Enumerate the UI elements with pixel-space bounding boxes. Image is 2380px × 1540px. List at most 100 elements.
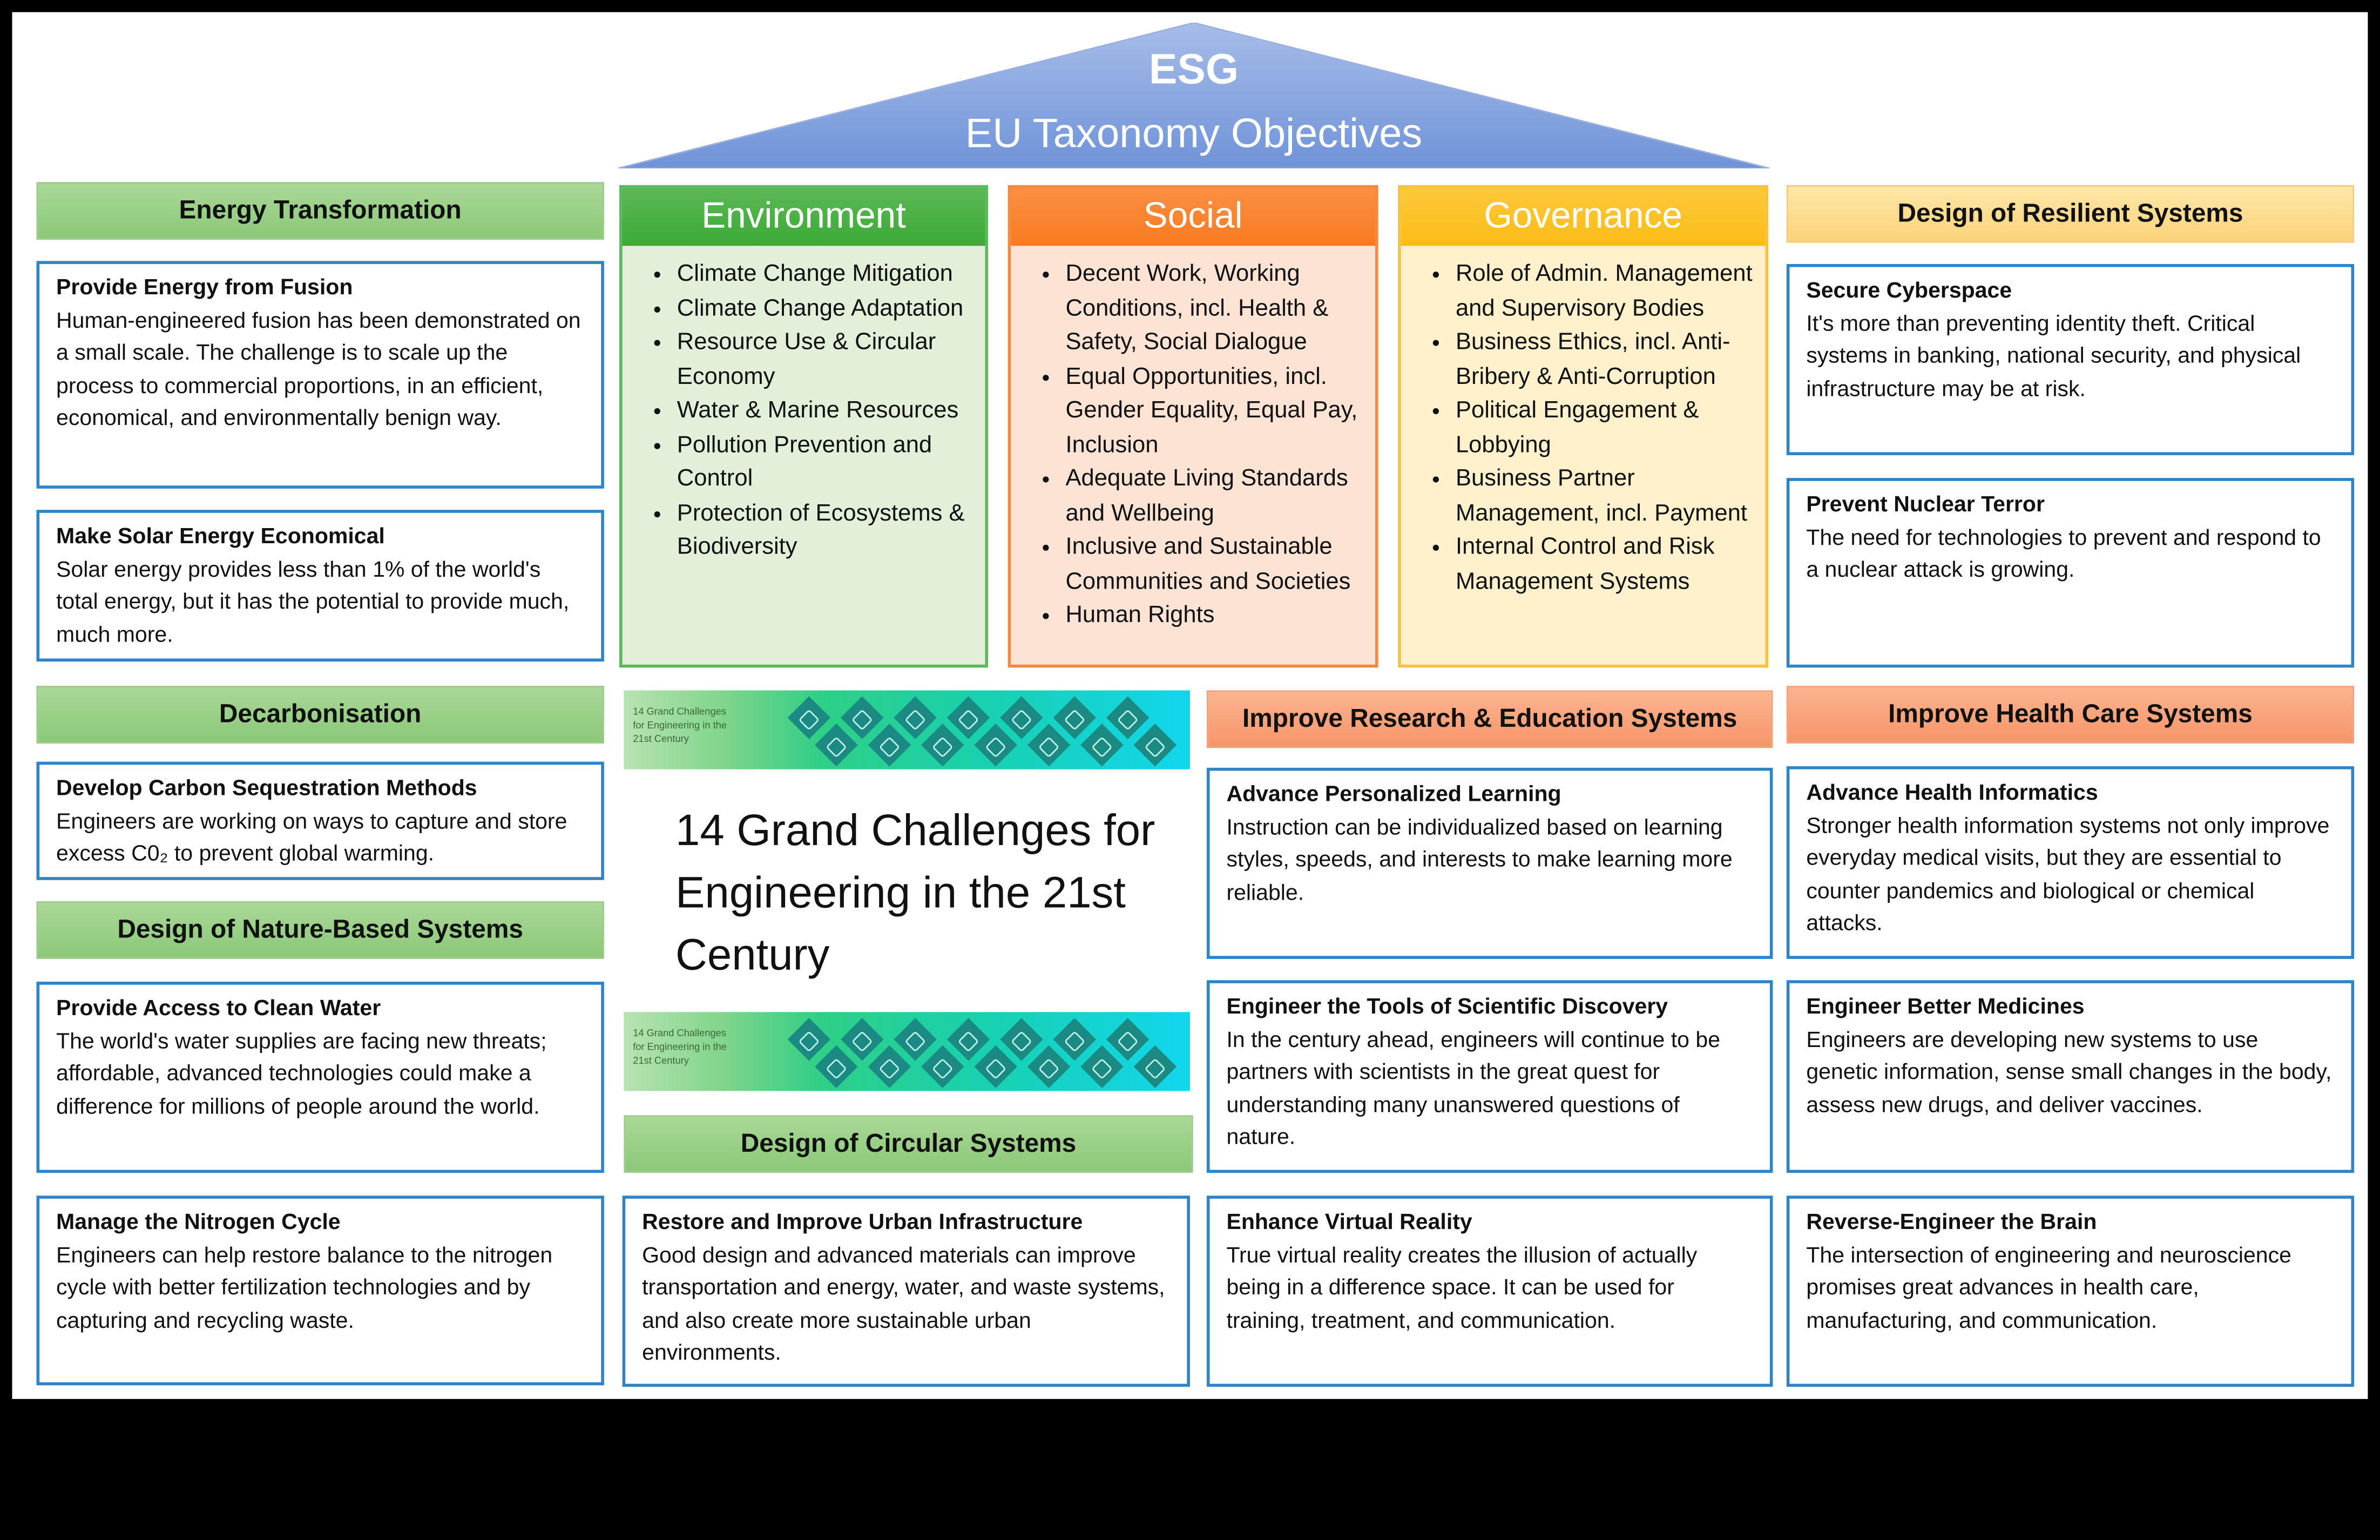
roof [618,23,1770,168]
challenge-icon [1133,723,1176,767]
challenge-icon [1133,1045,1176,1089]
challenge-card-tools: Engineer the Tools of Scientific Discove… [1206,980,1773,1173]
challenge-icon [1000,1018,1043,1061]
objective-item: Water & Marine Resources [677,395,973,429]
pillar-governance: GovernanceRole of Admin. Management and … [1398,185,1769,668]
card-text: Engineers are working on ways to capture… [56,809,567,867]
challenge-icon [973,723,1017,767]
card-title: Reverse-Engineer the Brain [1806,1211,2097,1235]
objective-item: Pollution Prevention and Control [677,429,973,497]
pillar-environment: EnvironmentClimate Change MitigationClim… [619,185,989,668]
challenge-icon [1106,1018,1150,1061]
challenge-icon [787,696,831,739]
challenge-icon [894,696,937,739]
objective-item: Decent Work, Working Conditions, incl. H… [1065,258,1363,361]
objective-item: Business Ethics, incl. Anti-Bribery & An… [1456,326,1753,394]
section-header-nature: Design of Nature-Based Systems [36,901,604,959]
card-text: Human-engineered fusion has been demonst… [56,308,581,431]
section-header-research: Improve Research & Education Systems [1206,690,1773,748]
card-text: The need for technologies to prevent and… [1806,525,2321,583]
card-text: Solar energy provides less than 1% of th… [56,557,570,647]
objective-item: Equal Opportunities, incl. Gender Equali… [1065,360,1363,463]
card-text: In the century ahead, engineers will con… [1226,1028,1721,1150]
objective-item: Business Partner Management, incl. Payme… [1456,463,1753,531]
challenge-icon [894,1018,937,1061]
grand-challenges-banner: 14 Grand Challenges for Engineering in t… [624,690,1190,769]
card-text: True virtual reality creates the illusio… [1226,1243,1698,1333]
challenge-icon [920,723,964,767]
card-text: Instruction can be individualized based … [1226,815,1733,906]
challenge-icon [814,723,857,767]
challenge-icon [1053,696,1097,739]
section-header-decarbonisation: Decarbonisation [36,686,604,744]
challenge-icon [1079,723,1123,767]
challenge-icon [1000,696,1043,739]
challenge-icon [1053,1018,1097,1061]
center-title: 14 Grand Challenges for Engineering in t… [675,807,1155,981]
card-title: Engineer Better Medicines [1806,995,2085,1020]
card-text: Good design and advanced materials can i… [642,1243,1165,1366]
section-header-resilient: Design of Resilient Systems [1786,185,2355,243]
card-text: Engineers can help restore balance to th… [56,1243,553,1333]
banner-text: 14 Grand Challenges for Engineering in t… [633,1029,727,1067]
challenge-card-urban: Restore and Improve Urban Infrastructure… [622,1195,1190,1387]
objective-item: Adequate Living Standards and Wellbeing [1065,463,1363,531]
objective-item: Resource Use & Circular Economy [677,326,973,394]
card-title: Restore and Improve Urban Infrastructure [642,1211,1083,1235]
card-title: Advance Health Informatics [1806,781,2098,806]
card-title: Provide Access to Clean Water [56,997,381,1022]
challenge-icon [946,696,990,739]
roof-subtitle: EU Taxonomy Objectives [965,111,1423,157]
challenge-icon [1026,1045,1070,1089]
banner-text: 14 Grand Challenges for Engineering in t… [633,707,727,745]
card-text: The world's water supplies are facing ne… [56,1029,547,1119]
objective-item: Climate Change Adaptation [677,292,973,326]
card-title: Prevent Nuclear Terror [1806,493,2045,518]
section-header-circular: Design of Circular Systems [624,1115,1193,1173]
roof-title: ESG [1148,45,1239,93]
pillar-objectives: Decent Work, Working Conditions, incl. H… [1011,246,1375,633]
pillar-social: SocialDecent Work, Working Conditions, i… [1008,185,1378,668]
pillar-header: Governance [1401,188,1766,246]
pillar-objectives: Role of Admin. Management and Supervisor… [1401,246,1766,599]
grand-challenges-banner: 14 Grand Challenges for Engineering in t… [624,1012,1190,1091]
challenge-icon [973,1045,1017,1089]
challenge-icon [867,723,910,767]
objective-item: Human Rights [1065,599,1363,633]
objective-item: Political Engagement & Lobbying [1456,395,1753,463]
section-header-health: Improve Health Care Systems [1786,686,2355,744]
card-text: Engineers are developing new systems to … [1806,1028,2332,1118]
pillar-header: Social [1011,188,1375,246]
challenge-icon [1026,723,1070,767]
card-text: The intersection of engineering and neur… [1806,1243,2291,1333]
card-title: Enhance Virtual Reality [1226,1211,1472,1235]
card-title: Develop Carbon Sequestration Methods [56,776,477,801]
card-title: Make Solar Energy Economical [56,525,385,550]
card-text: Stronger health information systems not … [1806,814,2330,936]
card-text: It's more than preventing identity theft… [1806,312,2301,402]
card-title: Engineer the Tools of Scientific Discove… [1226,995,1668,1020]
card-title: Provide Energy from Fusion [56,276,353,301]
challenge-icon [841,696,884,739]
card-title: Advance Personalized Learning [1226,782,1561,807]
objective-item: Climate Change Mitigation [677,258,973,292]
challenge-icon [787,1018,831,1061]
challenge-icon [946,1018,990,1061]
objective-item: Inclusive and Sustainable Communities an… [1065,531,1363,599]
pillar-header: Environment [622,188,985,246]
pillar-objectives: Climate Change MitigationClimate Change … [623,246,985,565]
challenge-icon [920,1045,964,1089]
card-title: Secure Cyberspace [1806,279,2012,303]
